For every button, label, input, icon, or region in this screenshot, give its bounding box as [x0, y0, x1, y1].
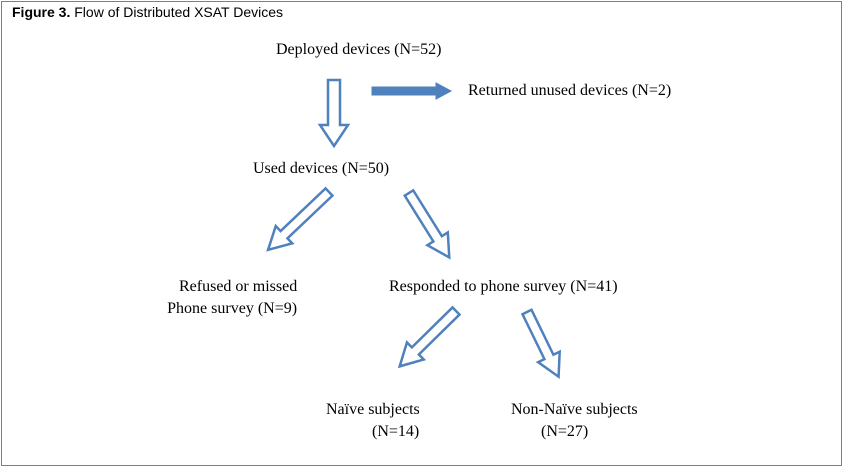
arrow-used-to-refused: [266, 186, 335, 252]
figure-title: Flow of Distributed XSAT Devices: [74, 4, 284, 20]
node-deployed-devices: Deployed devices (N=52): [276, 41, 442, 58]
arrow-deployed-to-used: [317, 78, 351, 149]
figure-label: Figure 3.: [12, 4, 71, 20]
node-nonnaive-subjects: Non-Naïve subjects (N=27): [511, 401, 638, 440]
arrow-responded-to-naive: [397, 305, 462, 369]
node-used-devices: Used devices (N=50): [253, 160, 390, 177]
figure-caption: Figure 3. Flow of Distributed XSAT Devic…: [12, 4, 283, 20]
arrow-deployed-to-returned: [371, 82, 453, 100]
arrow-used-to-responded: [403, 188, 451, 260]
node-returned-unused: Returned unused devices (N=2): [468, 82, 672, 99]
arrow-responded-to-nonnaive: [520, 308, 562, 380]
node-refused-survey: Refused or missed Phone survey (N=9): [167, 278, 298, 317]
node-naive-subjects: Naïve subjects (N=14): [326, 401, 420, 440]
node-responded-survey: Responded to phone survey (N=41): [389, 278, 618, 295]
